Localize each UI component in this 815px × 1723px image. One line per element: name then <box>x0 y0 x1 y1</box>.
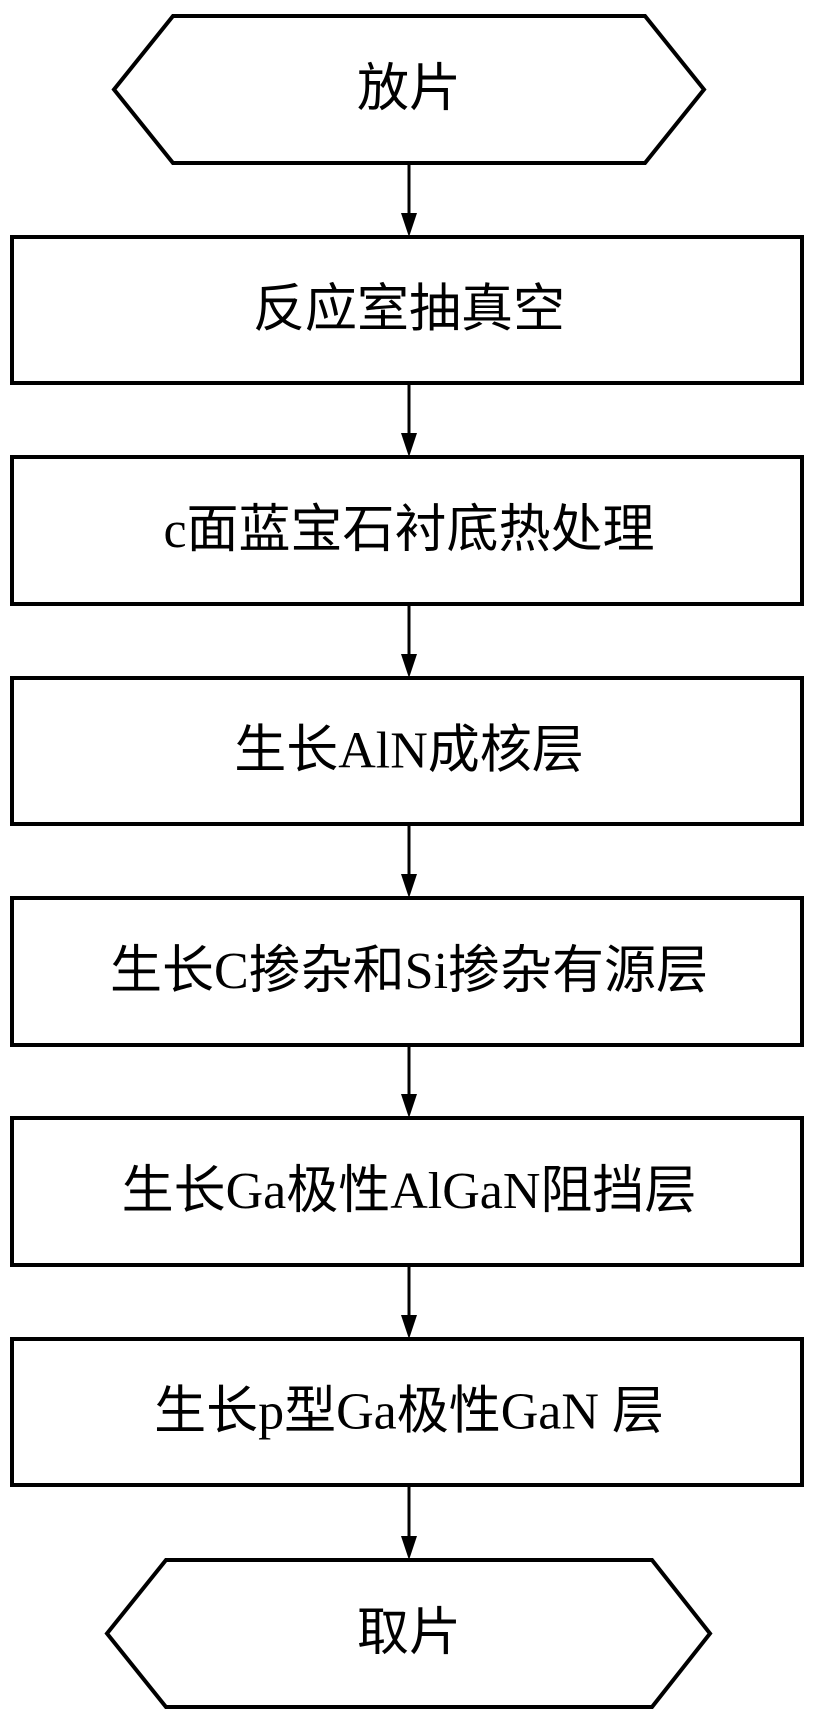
arrowhead-icon <box>401 874 417 898</box>
flow-node-step1: 反应室抽真空 <box>10 235 804 385</box>
hexagon-terminal-shape <box>104 1558 713 1709</box>
arrow-step5-to-step6 <box>401 1265 417 1339</box>
node-label: 取片 <box>357 1605 461 1662</box>
arrowhead-icon <box>401 1094 417 1118</box>
process-box-shape <box>10 455 804 606</box>
flow-node-step6: 生长p型Ga极性GaN 层 <box>10 1337 804 1487</box>
arrowhead-icon <box>401 1315 417 1339</box>
flow-node-start: 放片 <box>111 14 707 165</box>
arrow-step3-to-step4 <box>401 824 417 898</box>
process-box-shape <box>10 1337 804 1487</box>
process-box-shape <box>10 1116 804 1267</box>
node-label: 反应室抽真空 <box>253 282 565 339</box>
arrowhead-icon <box>401 213 417 237</box>
arrow-step1-to-step2 <box>401 383 417 457</box>
process-box-shape <box>10 676 804 826</box>
node-label: 生长Ga极性AlGaN阻挡层 <box>122 1163 697 1220</box>
flow-node-end: 取片 <box>104 1558 713 1709</box>
node-label: 生长C掺杂和Si掺杂有源层 <box>110 943 708 1000</box>
arrow-step4-to-step5 <box>401 1045 417 1118</box>
hexagon-terminal-shape <box>111 14 707 165</box>
node-label: 生长p型Ga极性GaN 层 <box>154 1384 664 1441</box>
arrow-step6-to-end <box>401 1485 417 1560</box>
node-label: 放片 <box>357 61 461 118</box>
arrowhead-icon <box>401 654 417 678</box>
flow-node-step2: c面蓝宝石衬底热处理 <box>10 455 804 606</box>
edges <box>401 163 417 1560</box>
node-label: 生长AlN成核层 <box>234 723 584 780</box>
arrowhead-icon <box>401 433 417 457</box>
flow-node-step4: 生长C掺杂和Si掺杂有源层 <box>10 896 804 1047</box>
arrow-start-to-step1 <box>401 163 417 237</box>
process-box-shape <box>10 235 804 385</box>
flow-node-step3: 生长AlN成核层 <box>10 676 804 826</box>
node-label: c面蓝宝石衬底热处理 <box>163 502 654 559</box>
flow-node-step5: 生长Ga极性AlGaN阻挡层 <box>10 1116 804 1267</box>
arrow-step2-to-step3 <box>401 604 417 678</box>
process-box-shape <box>10 896 804 1047</box>
arrowhead-icon <box>401 1536 417 1560</box>
